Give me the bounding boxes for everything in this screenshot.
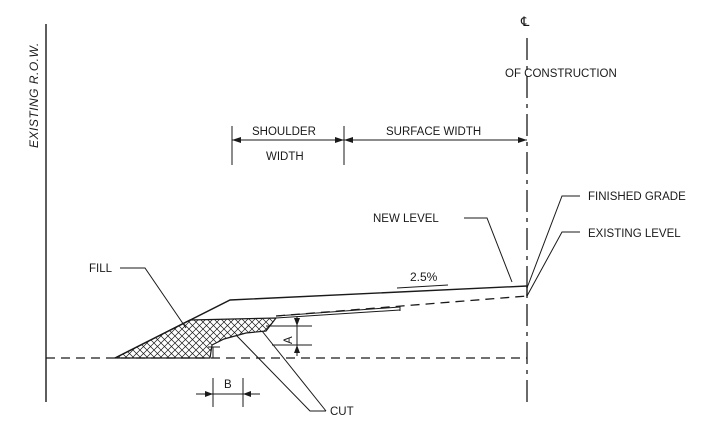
cut-leader-1	[235, 334, 326, 412]
dim-a-label: A	[283, 336, 295, 344]
dim-b-arrow-right	[243, 391, 251, 397]
surface-arrow-left	[344, 137, 353, 143]
dim-b-arrow-left	[205, 391, 213, 397]
slope-label: 2.5%	[410, 270, 438, 284]
existing-level-leader	[526, 231, 580, 297]
fill-label: FILL	[89, 263, 113, 275]
dim-b-label: B	[224, 379, 232, 391]
fill-leader	[120, 267, 187, 329]
finished-grade-label: FINISHED GRADE	[588, 191, 686, 203]
shoulder-width-label: WIDTH	[266, 151, 304, 163]
shoulder-label: SHOULDER	[252, 126, 316, 138]
finished-grade-leader	[526, 195, 580, 289]
shoulder-arrow-right	[335, 137, 344, 143]
surface-arrow-right	[518, 137, 527, 143]
slope-underline	[396, 284, 449, 289]
dim-a-arrow-top	[294, 318, 300, 326]
existing-shoulder-edge	[275, 306, 401, 317]
centerline-symbol: ℄	[520, 14, 530, 29]
dim-a-arrow-bottom	[294, 345, 300, 353]
new-level-leader	[464, 217, 513, 283]
new-level-label: NEW LEVEL	[373, 213, 439, 225]
cut-label: CUT	[330, 406, 354, 418]
existing-row-label: EXISTING R.O.W.	[27, 42, 41, 148]
existing-level-label: EXISTING LEVEL	[588, 228, 681, 240]
surface-width-label: SURFACE WIDTH	[386, 126, 481, 138]
fill-area	[114, 317, 278, 359]
of-construction-label: OF CONSTRUCTION	[505, 68, 617, 80]
cut-leader-2	[261, 330, 327, 412]
finished-grade-line	[114, 285, 528, 359]
shoulder-arrow-left	[232, 137, 241, 143]
existing-level-line	[275, 295, 528, 317]
